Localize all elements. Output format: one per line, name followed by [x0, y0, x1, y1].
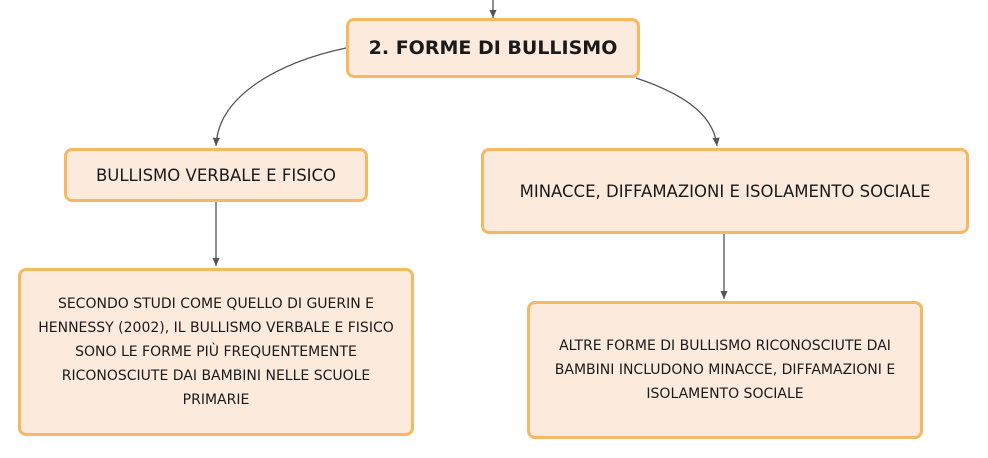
left-branch-node[interactable]: BULLISMO VERBALE E FISICO: [64, 148, 368, 202]
connector-root-to-left: [212, 47, 347, 147]
right-branch-node[interactable]: MINACCE, DIFFAMAZIONI E ISOLAMENTO SOCIA…: [481, 148, 969, 234]
left-detail-text: SECONDO STUDI COME QUELLO DI GUERIN E HE…: [38, 296, 394, 408]
right-branch-label: MINACCE, DIFFAMAZIONI E ISOLAMENTO SOCIA…: [519, 181, 931, 201]
root-node[interactable]: 2. FORME DI BULLISMO: [346, 18, 640, 78]
root-node-label: 2. FORME DI BULLISMO: [368, 37, 618, 59]
connector-root-to-right: [635, 77, 720, 147]
left-branch-label: BULLISMO VERBALE E FISICO: [95, 165, 337, 185]
right-detail-text: ALTRE FORME DI BULLISMO RICONOSCIUTE DAI…: [554, 338, 896, 402]
right-detail-node[interactable]: ALTRE FORME DI BULLISMO RICONOSCIUTE DAI…: [527, 301, 923, 439]
left-detail-node[interactable]: SECONDO STUDI COME QUELLO DI GUERIN E HE…: [18, 268, 414, 436]
